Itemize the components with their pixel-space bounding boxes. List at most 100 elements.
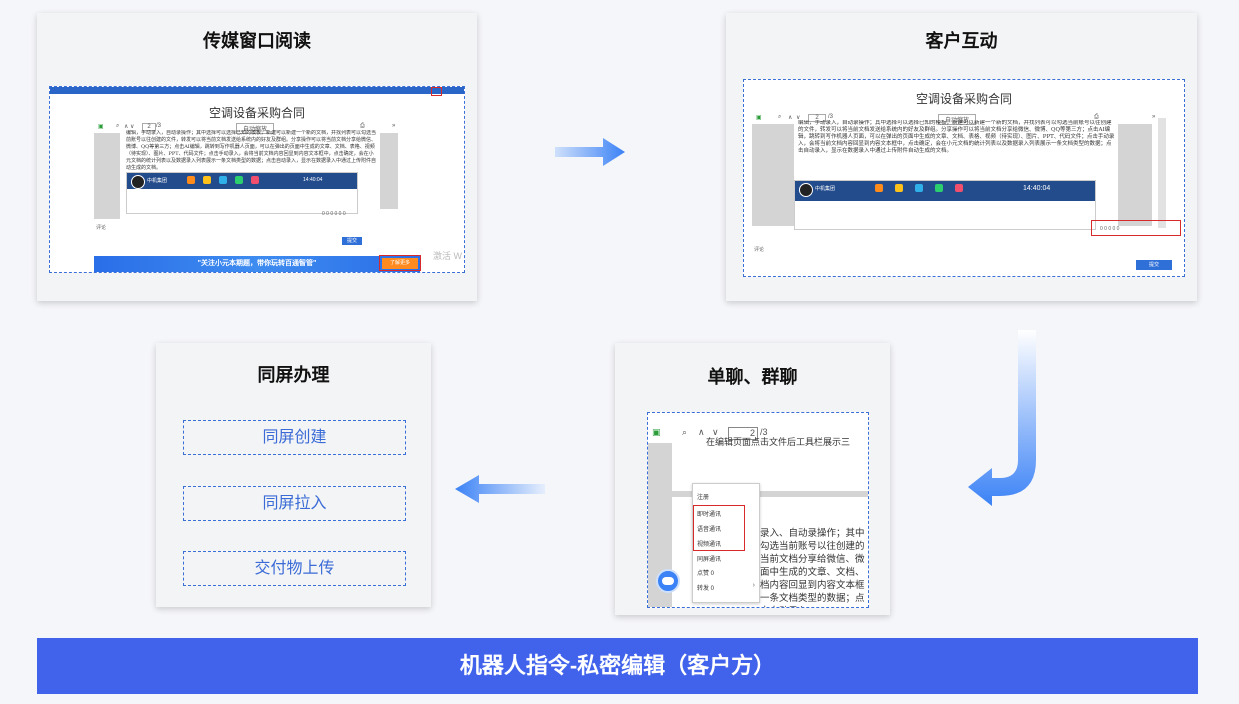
arrow-left-icon [455, 475, 545, 503]
action-screen-create[interactable]: 同屏创建 [183, 420, 406, 455]
stats-row: 0 0 0 0 0 0 [322, 211, 346, 217]
heart-icon[interactable] [251, 176, 259, 184]
chat-icon[interactable] [935, 184, 943, 192]
divider-band [672, 491, 868, 497]
pdf-toolbar: ▣ ⌕ ∧ ∨ 2 /3 [648, 427, 868, 440]
menu-item-forward[interactable]: 转发 0 [697, 586, 715, 592]
app-time: 14:40:04 [1023, 185, 1051, 192]
zoom-select[interactable]: 自动缩放 [938, 114, 977, 125]
doc-body: 编辑，手动录入，自动录操作；其中选择可以选择已知的模板，新建可以新建一个新的文档… [126, 130, 377, 170]
doc-icon[interactable] [915, 184, 923, 192]
learn-more-button[interactable]: 了解更多 [382, 258, 418, 269]
page-total: /3 [156, 123, 162, 129]
more-icon[interactable]: » [1152, 114, 1156, 120]
arrow-curve-icon [968, 330, 1036, 506]
promo-banner[interactable]: "关注小元本期题，带你玩转百通智管" [94, 256, 420, 272]
stats-row: 0 0 0 0 0 [1100, 226, 1120, 232]
arrow-right-icon [555, 138, 625, 166]
sidebar-toggle-icon[interactable]: ▣ [756, 115, 762, 121]
card-title: 传媒窗口阅读 [203, 31, 311, 51]
chevron-right-icon: › [752, 582, 755, 589]
chevron-down-icon[interactable]: ∨ [712, 427, 719, 437]
app-header: 中机集团 14:40:04 [127, 173, 357, 189]
scrollbar[interactable] [1158, 118, 1166, 228]
home-icon[interactable] [875, 184, 883, 192]
avatar [131, 175, 145, 189]
menu-item-instant-message[interactable]: 即时通讯 [697, 512, 722, 518]
stats-highlight [1091, 220, 1181, 236]
submit-button[interactable]: 提交 [1136, 260, 1172, 270]
reading-screenshot: 空调设备采购合同 ▣ ⌕ ∧ ∨ 2 /3 自动缩放 ⎙ » 编辑，手动录入，自… [49, 86, 465, 273]
more-icon[interactable]: » [392, 123, 396, 129]
card-title: 同屏办理 [257, 365, 330, 385]
sidebar-toggle-icon[interactable]: ▣ [652, 427, 661, 437]
doc-body: 录入、自动录操作；其中勾选当前账号以往创建的当前文档分享给微信、微面中生成的文章… [760, 528, 865, 607]
doc-icon[interactable] [219, 176, 227, 184]
app-icon[interactable] [895, 184, 903, 192]
heart-icon[interactable] [955, 184, 963, 192]
right-gutter [380, 133, 398, 209]
card-chat: 单聊、群聊 ▣ ⌕ ∧ ∨ 2 /3 在编辑页面点击文件后工具栏展示三 录入、自… [615, 343, 890, 615]
chevron-down-icon[interactable]: ∨ [796, 115, 801, 121]
app-name: 中机集团 [815, 186, 836, 192]
context-menu: 注册 即时通讯 语音通讯 视频通讯 同屏通讯 点赞 0 转发 0 › [692, 483, 760, 603]
chat-bubble-icon[interactable] [656, 569, 680, 593]
action-screen-pull[interactable]: 同屏拉入 [183, 486, 406, 521]
chevron-up-icon[interactable]: ∧ [698, 427, 705, 437]
doc-title: 空调设备采购合同 [915, 92, 1012, 106]
card-reading: 传媒窗口阅读 空调设备采购合同 ▣ ⌕ ∧ ∨ 2 /3 自动缩放 ⎙ » 编辑… [37, 13, 477, 301]
chat-screenshot: ▣ ⌕ ∧ ∨ 2 /3 在编辑页面点击文件后工具栏展示三 录入、自动录操作；其… [647, 412, 869, 608]
search-icon[interactable]: ⌕ [682, 427, 688, 437]
submit-button[interactable]: 提交 [342, 237, 362, 245]
chat-icon[interactable] [235, 176, 243, 184]
top-bar [50, 87, 464, 94]
page-number-input[interactable]: 2 [142, 123, 156, 131]
card-screen: 同屏办理 同屏创建 同屏拉入 交付物上传 [156, 343, 431, 607]
card-title: 单聊、群聊 [707, 367, 798, 387]
page-total: /3 [760, 427, 768, 437]
watermark: 激活 W [433, 251, 462, 261]
search-icon[interactable]: ⌕ [778, 114, 782, 120]
doc-body: 编辑，手动录入，自动录操作；其中选择可以选择已知的模板，新建可以新建一个新的文档… [798, 120, 1115, 154]
left-gutter [94, 133, 120, 219]
embedded-app: 中机集团 14:40:04 [794, 180, 1096, 230]
chevron-up-icon[interactable]: ∧ [124, 124, 129, 130]
interaction-screenshot: 空调设备采购合同 ▣ ⌕ ∧ ∨ 2 /3 自动缩放 ⎙ » 编辑，手动录入，自… [743, 79, 1185, 277]
app-time: 14:40:04 [303, 177, 323, 183]
app-header: 中机集团 14:40:04 [795, 181, 1095, 201]
doc-line: 在编辑页面点击文件后工具栏展示三 [706, 438, 851, 448]
menu-item-like[interactable]: 点赞 0 [697, 571, 715, 577]
footer-banner: 机器人指令-私密编辑（客户方） [37, 638, 1198, 694]
menu-item-voice-call[interactable]: 语音通讯 [697, 527, 722, 533]
chevron-down-icon[interactable]: ∨ [130, 124, 135, 130]
menu-item-screen-share[interactable]: 同屏通讯 [697, 557, 722, 563]
pdf-toolbar: ▣ ⌕ ∧ ∨ 2 /3 自动缩放 ⎙ » [50, 123, 464, 134]
right-gutter [1118, 124, 1152, 226]
menu-item-video-call[interactable]: 视频通讯 [697, 542, 722, 548]
close-highlight [431, 87, 442, 96]
left-gutter [752, 124, 794, 226]
comment-label: 评论 [754, 247, 765, 253]
search-icon[interactable]: ⌕ [116, 123, 120, 129]
comm-highlight [693, 505, 745, 551]
app-name: 中机集团 [147, 178, 168, 184]
page-number-input[interactable]: 2 [808, 114, 826, 122]
page-number-input[interactable]: 2 [728, 427, 758, 440]
app-icon[interactable] [203, 176, 211, 184]
card-interaction: 客户互动 空调设备采购合同 ▣ ⌕ ∧ ∨ 2 /3 自动缩放 ⎙ » 编辑，手… [726, 13, 1197, 301]
sidebar-toggle-icon[interactable]: ▣ [98, 124, 104, 130]
avatar [799, 183, 813, 197]
zoom-select[interactable]: 自动缩放 [236, 123, 275, 134]
action-deliverable-upload[interactable]: 交付物上传 [183, 551, 406, 586]
learn-more-highlight [379, 255, 421, 271]
page-total: /3 [828, 114, 834, 120]
pdf-toolbar: ▣ ⌕ ∧ ∨ 2 /3 自动缩放 ⎙ » [744, 114, 1184, 125]
embedded-app: 中机集团 14:40:04 [126, 172, 358, 214]
card-title: 客户互动 [925, 31, 998, 51]
doc-title: 空调设备采购合同 [208, 106, 305, 120]
print-icon[interactable]: ⎙ [1094, 114, 1099, 120]
home-icon[interactable] [187, 176, 195, 184]
print-icon[interactable]: ⎙ [360, 123, 365, 129]
chevron-up-icon[interactable]: ∧ [788, 115, 793, 121]
menu-item-register[interactable]: 注册 [697, 495, 710, 501]
